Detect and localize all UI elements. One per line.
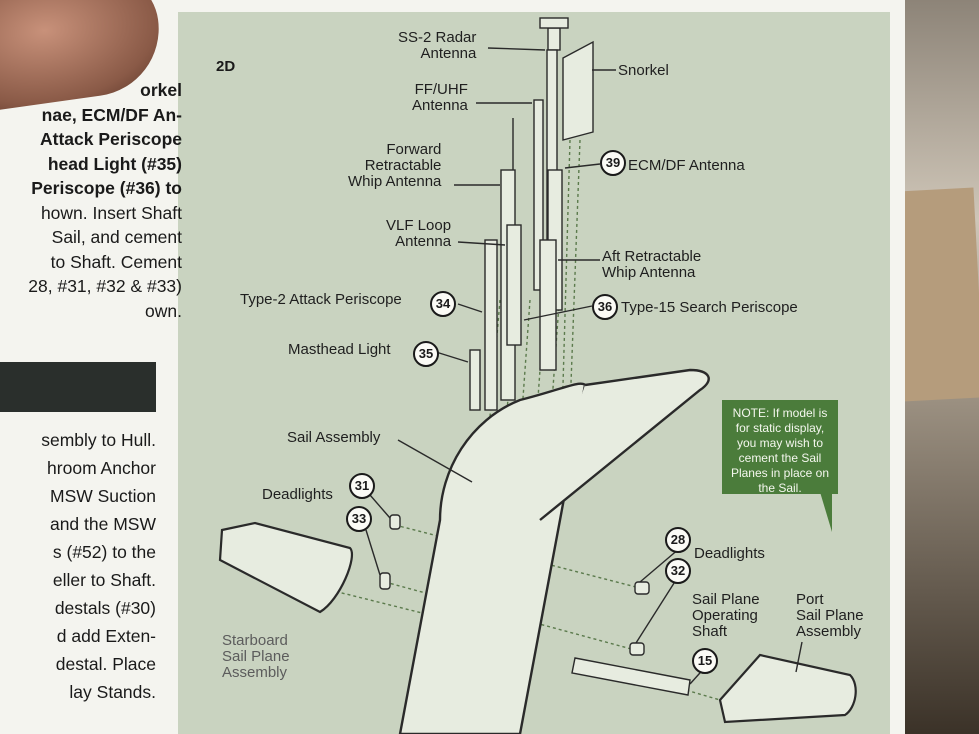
instruction-line: sembly to Hull.	[41, 430, 156, 450]
label-snorkel: Snorkel	[618, 62, 669, 79]
instruction-line: 28, #31, #32 & #33)	[28, 276, 182, 296]
label-type15-periscope: Type-15 Search Periscope	[621, 299, 798, 316]
instruction-line: own.	[145, 300, 182, 321]
left-instructions-lower: sembly to Hull. hroom Anchor MSW Suction…	[0, 426, 156, 706]
instruction-line: head Light (#35)	[47, 153, 182, 174]
instruction-line: Sail, and cement	[51, 227, 182, 247]
instruction-line: nae, ECM/DF An-	[41, 104, 182, 125]
instruction-line: hown. Insert Shaft	[40, 202, 182, 223]
instruction-line: Attack Periscope	[39, 129, 182, 149]
label-ss2-radar: SS-2 Radar Antenna	[398, 29, 477, 62]
instruction-line: to Shaft. Cement	[50, 251, 182, 272]
instruction-line: Periscope (#36) to	[31, 178, 182, 198]
label-deadlights-right: Deadlights	[694, 545, 765, 562]
section-header-bar	[0, 362, 156, 412]
instruction-line: s (#52) to the	[52, 542, 156, 562]
label-vlf-loop: VLF Loop Antenna	[386, 217, 452, 250]
label-sail-assembly: Sail Assembly	[287, 429, 381, 446]
step-label: 2D	[216, 58, 236, 75]
instruction-line: orkel	[140, 80, 182, 100]
label-forward-whip: Forward Retractable Whip Antenna	[348, 141, 442, 190]
label-type2-periscope: Type-2 Attack Periscope	[240, 291, 402, 308]
part-number-32: 32	[665, 558, 691, 584]
label-ff-uhf: FF/UHF Antenna	[412, 81, 468, 114]
part-number-31: 31	[349, 473, 375, 499]
part-number-28: 28	[665, 527, 691, 553]
instruction-line: eller to Shaft.	[52, 570, 156, 590]
static-display-note: NOTE: If model is for static display, yo…	[722, 400, 838, 495]
instruction-line: MSW Suction	[50, 486, 156, 506]
label-port-sail-plane: Port Sail Plane Assembly	[796, 591, 864, 640]
instruction-line: lay Stands.	[69, 682, 156, 702]
label-masthead-light: Masthead Light	[288, 341, 391, 358]
instruction-line: d add Exten-	[56, 626, 156, 646]
label-deadlights-left: Deadlights	[262, 486, 333, 503]
instruction-line: hroom Anchor	[47, 458, 156, 478]
instruction-line: destals (#30)	[54, 598, 156, 618]
label-sail-plane-shaft: Sail Plane Operating Shaft	[692, 591, 760, 640]
left-instructions-upper: orkel nae, ECM/DF An- Attack Periscope h…	[0, 78, 182, 323]
instruction-line: destal. Place	[55, 654, 156, 674]
instruction-line: and the MSW	[49, 514, 156, 534]
part-number-33: 33	[346, 506, 372, 532]
part-number-36: 36	[592, 294, 618, 320]
part-number-34: 34	[430, 291, 456, 317]
label-starboard-sail-plane: Starboard Sail Plane Assembly	[222, 632, 290, 681]
part-number-35: 35	[413, 341, 439, 367]
part-number-39: 39	[600, 150, 626, 176]
note-callout-tail	[820, 492, 832, 532]
part-number-15: 15	[692, 648, 718, 674]
label-ecm-df: ECM/DF Antenna	[628, 157, 745, 174]
label-aft-whip: Aft Retractable Whip Antenna	[602, 248, 702, 281]
